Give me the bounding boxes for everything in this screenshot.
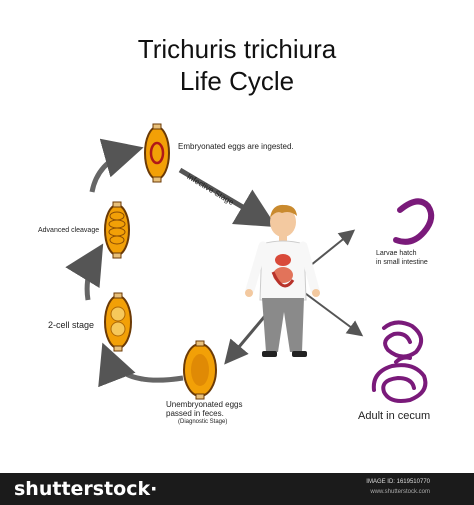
egg-unembryonated-icon xyxy=(183,340,217,400)
arrow-to-advanced xyxy=(65,243,104,301)
arrow-ingested xyxy=(178,167,277,228)
title-line-2: Life Cycle xyxy=(179,66,295,96)
label-advanced-cleavage: Advanced cleavage xyxy=(38,227,100,234)
label-larvae-2: in small intestine xyxy=(376,259,428,266)
label-unembryonated-1: Unembryonated eggs xyxy=(166,400,243,409)
label-larvae-1: Larvae hatch xyxy=(376,250,417,257)
label-unembryonated-2: passed in feces. xyxy=(166,409,224,418)
adult-worm-icon xyxy=(371,320,428,403)
brand-logo: shutterstock· xyxy=(14,478,158,500)
label-diagnostic-stage: (Diagnostic Stage) xyxy=(178,419,228,425)
egg-embryonated-icon xyxy=(144,123,170,183)
label-embryonated: Embryonated eggs are ingested. xyxy=(178,142,294,151)
footer-bar: shutterstock· IMAGE ID: 1619510770 www.s… xyxy=(0,473,474,505)
arrow-to-2cell xyxy=(98,342,184,388)
arrow-to-embryonated xyxy=(89,138,144,193)
site-url-text: www.shutterstock.com xyxy=(370,489,430,495)
human-figure-icon xyxy=(245,204,320,357)
label-adult-cecum: Adult in cecum xyxy=(358,410,431,422)
label-2-cell-stage: 2-cell stage xyxy=(48,320,95,330)
egg-2-cell-icon xyxy=(104,292,132,352)
image-id-text: IMAGE ID: 1619510770 xyxy=(366,479,430,485)
arrow-passed-feces xyxy=(224,309,272,365)
title-line-1: Trichuris trichiura xyxy=(137,34,337,64)
egg-advanced-cleavage-icon xyxy=(104,201,130,259)
diagram-graphics xyxy=(65,123,435,403)
larva-worm-icon xyxy=(393,198,435,245)
